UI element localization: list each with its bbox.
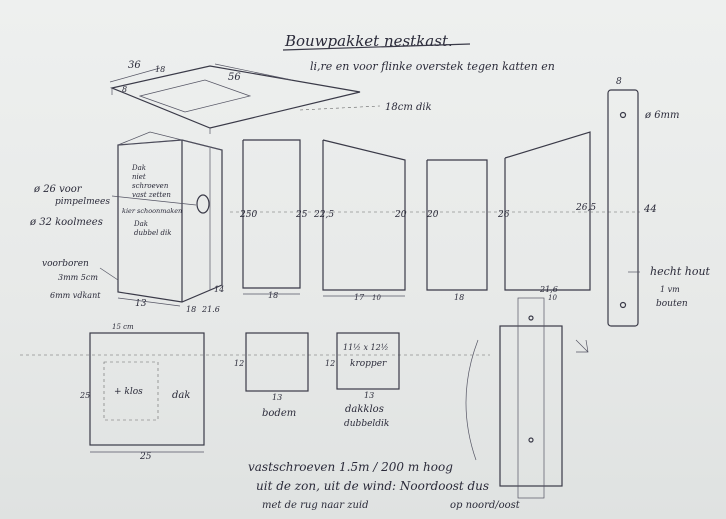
panel-dim-225: 22,5 [313, 210, 334, 220]
entry-note-2: pimpelmees [55, 197, 110, 207]
dakklos-label-2: dubbeldik [344, 419, 389, 429]
leader-entry [111, 195, 197, 206]
panel-4 [504, 131, 591, 291]
panel-w-17: 17 [354, 293, 365, 302]
dim-18: 18 [155, 65, 165, 74]
dak-plate [89, 332, 205, 446]
bodem-dim-12: 12 [234, 359, 244, 368]
dak-klos-outline [103, 361, 159, 421]
dim-56: 56 [228, 72, 241, 83]
arc-stroke [465, 339, 479, 461]
dim-line-56 [214, 63, 293, 81]
mounting-post [607, 89, 639, 327]
box-note-6: Dak [133, 220, 148, 228]
roof-plate [110, 65, 361, 129]
post-hole-top-icon [619, 111, 627, 119]
dakklos-dim-13: 13 [364, 391, 374, 400]
panel-dim-20a: 20 [394, 210, 407, 220]
panel-w-21: 21,6 [539, 285, 558, 294]
post-note-3: bouten [656, 299, 688, 309]
dim-line-36 [109, 67, 161, 83]
box-dim-14: 14 [214, 285, 224, 294]
panel-w-18b: 18 [454, 293, 464, 302]
post-note-1: hecht hout [650, 265, 711, 278]
post-hole-size: ø 6mm [644, 110, 680, 121]
box-top [117, 131, 223, 151]
box-note-2: niet [132, 173, 146, 181]
assembly-hole-2-icon [528, 437, 534, 443]
footer-line-2: uit de zon, uit de wind: Noordoost dus [256, 479, 489, 493]
dakklos-label: dakklos [345, 404, 384, 415]
panel-w-10: 10 [372, 294, 381, 302]
dak-top-dim: 15 cm [112, 323, 134, 331]
entry-note: ø 26 voor [33, 184, 83, 195]
post-hole-bottom-icon [619, 301, 627, 309]
panel-1 [242, 139, 301, 289]
entry-note-3: ø 32 koolmees [29, 217, 103, 228]
panel-dim-26: 26 [497, 210, 510, 220]
dakklos-plate [336, 332, 400, 390]
panel-dim-250: 250 [239, 210, 257, 220]
roof-klos [138, 79, 252, 113]
box-dim-line [117, 297, 181, 307]
box-note-7: dubbel dik [134, 229, 172, 237]
entry-hole-icon [196, 194, 210, 214]
box-note-5: kier schoonmaken [122, 207, 182, 215]
panel-2 [322, 139, 406, 291]
panel-dim-25: 25 [295, 210, 308, 220]
subtitle: li,re en voor flinke overstek tegen katt… [310, 60, 555, 73]
bodem-plate [245, 332, 309, 392]
leader-roof [299, 105, 381, 111]
box-note-1: Dak [131, 164, 146, 172]
dim-36: 36 [128, 60, 141, 71]
dakklos-word: kropper [350, 359, 387, 369]
title-underline [282, 43, 471, 51]
panel-dim-265: 26,5 [575, 203, 596, 213]
assembly-hole-icon [528, 315, 534, 321]
panel-3 [426, 159, 488, 291]
dim-8: 8 [122, 85, 127, 94]
dak-klos-label: + klos [114, 387, 143, 397]
post-width: 8 [616, 77, 622, 87]
post-height: 44 [643, 204, 657, 215]
predrill-note-2: 3mm 5cm [58, 273, 98, 282]
dakklos-dim-12: 12 [325, 359, 335, 368]
box-dim-21: 21.6 [201, 305, 220, 314]
dakklos-size: 11½ x 12½ [343, 343, 388, 352]
assembly-back [499, 325, 563, 487]
box-dim-13: 13 [135, 299, 147, 309]
bodem-dim-13: 13 [272, 393, 282, 402]
dak-width-dim: 25 [139, 452, 152, 462]
box-dim-18: 18 [186, 305, 196, 314]
arrow-icon [575, 339, 589, 353]
panel-w-10b: 10 [548, 294, 557, 302]
box-note-4: vast zetten [132, 191, 171, 199]
predrill-note: voorboren [42, 259, 89, 269]
predrill-note-3: 6mm vdkant [50, 291, 101, 300]
footer-line-4: op noord/oost [450, 500, 521, 511]
dak-height-dim: 25 [79, 391, 90, 400]
roof-thickness-note: 18cm dik [385, 102, 432, 113]
dak-label: dak [172, 390, 190, 401]
box-note-3: schroeven [132, 182, 169, 190]
panel-dim-20b: 20 [426, 210, 439, 220]
leader-predrill [99, 267, 119, 281]
panel-w-18a: 18 [268, 291, 278, 300]
assembly-post [517, 297, 545, 499]
bodem-label: bodem [262, 408, 296, 419]
post-note-2: 1 vm [660, 285, 680, 294]
footer-line-3: met de rug naar zuid [262, 500, 369, 511]
footer-line-1: vastschroeven 1.5m / 200 m hoog [248, 460, 453, 474]
